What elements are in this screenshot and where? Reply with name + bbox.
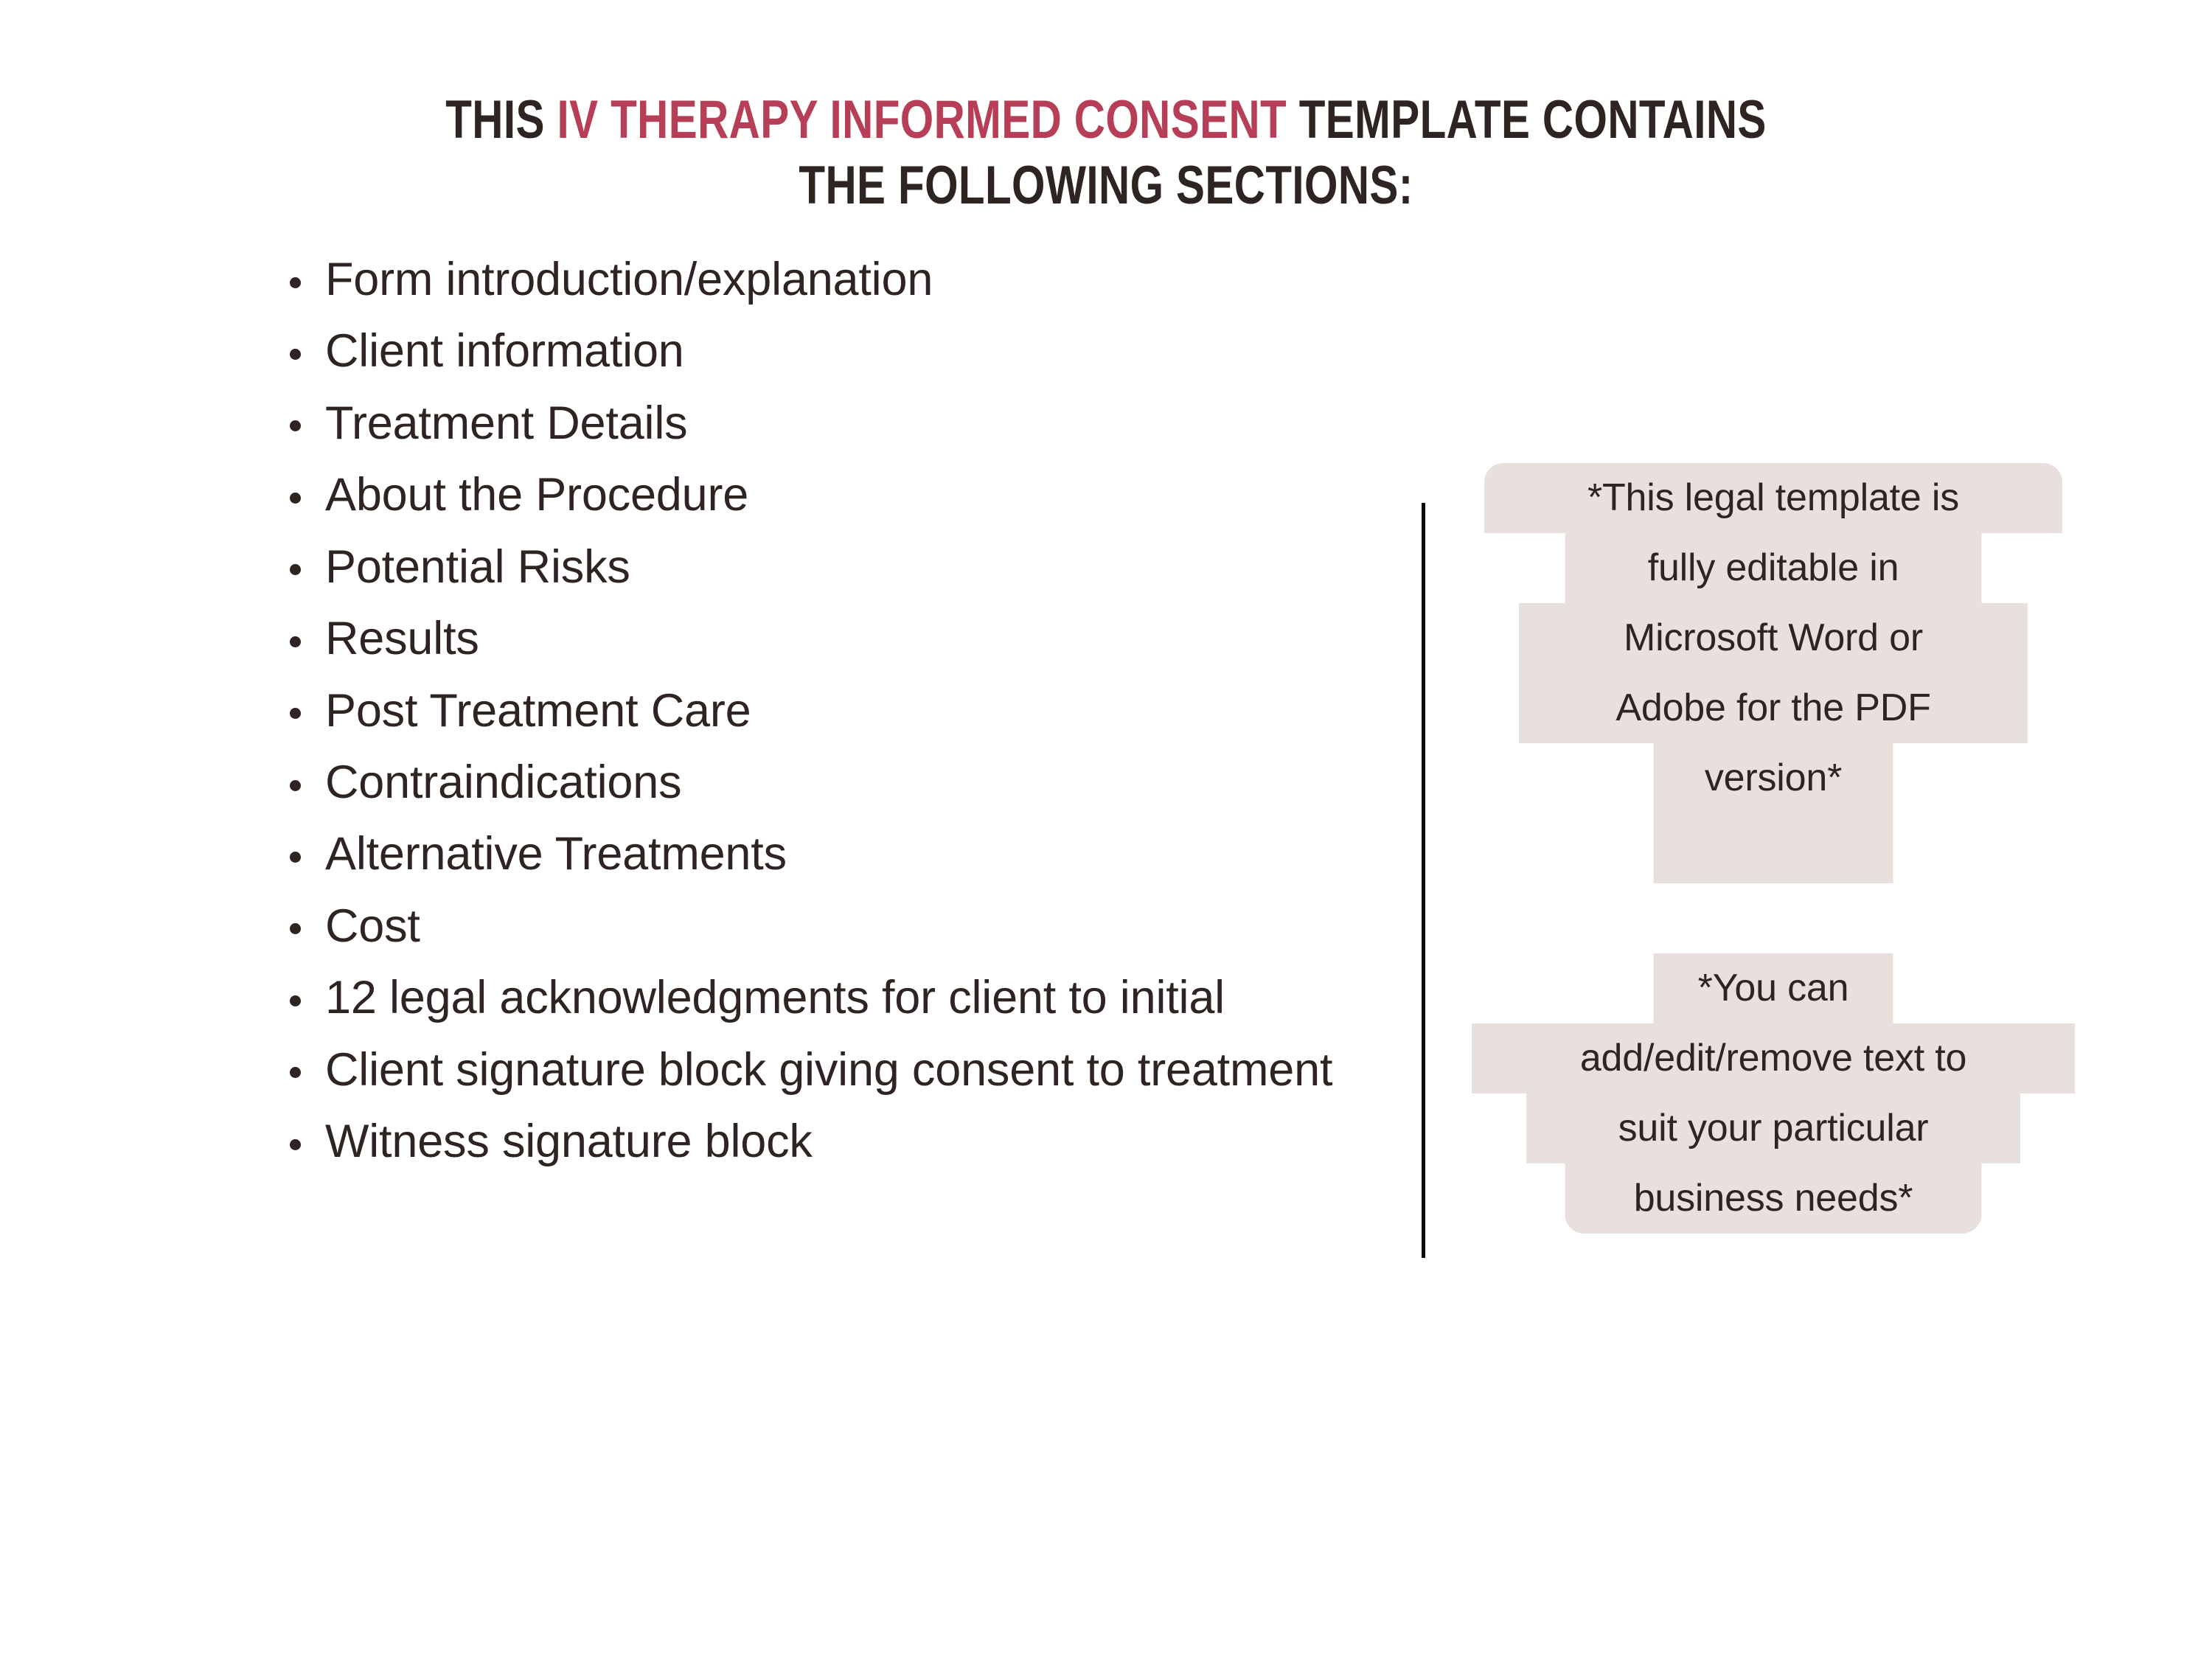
- highlight-pill: [1653, 813, 1893, 883]
- bullet-dot-icon: [290, 420, 301, 432]
- list-item: 12 legal acknowledgments for client to i…: [284, 969, 1390, 1026]
- list-item: Client signature block giving consent to…: [284, 1041, 1390, 1099]
- callout-line-text: *You can: [1697, 967, 1849, 1009]
- callout-line-text: version*: [1704, 757, 1843, 799]
- callout-line: *You can: [1441, 953, 2105, 1023]
- list-item: Alternative Treatments: [284, 825, 1390, 883]
- bullet-dot-icon: [290, 995, 301, 1006]
- list-item-label: Post Treatment Care: [325, 684, 751, 737]
- bullet-dot-icon: [290, 1067, 301, 1079]
- callout-line: Microsoft Word or: [1441, 603, 2105, 673]
- highlight-pill: [1653, 743, 1893, 813]
- list-item: Cost: [284, 897, 1390, 955]
- callout-line: Adobe for the PDF: [1441, 673, 2105, 743]
- list-item-label: Contraindications: [325, 756, 682, 808]
- page-title-accent: IV THERAPY INFORMED CONSENT: [557, 90, 1287, 150]
- callout-line: version*: [1441, 743, 2105, 813]
- bullet-dot-icon: [290, 708, 301, 720]
- list-item: About the Procedure: [284, 466, 1390, 524]
- callout-line-text: add/edit/remove text to: [1579, 1037, 1967, 1079]
- callout-line: add/edit/remove text to: [1441, 1023, 2105, 1093]
- page-title-line-2: THE FOLLOWING SECTIONS:: [799, 156, 1413, 216]
- bullet-dot-icon: [290, 779, 301, 791]
- list-item: Potential Risks: [284, 538, 1390, 596]
- callout-line-text: Adobe for the PDF: [1615, 686, 1931, 729]
- highlight-pill: [1484, 463, 2062, 533]
- list-item-label: Witness signature block: [325, 1116, 813, 1168]
- bullet-dot-icon: [290, 564, 301, 576]
- callout-line-text: Microsoft Word or: [1624, 616, 1923, 659]
- list-item: Results: [284, 610, 1390, 667]
- list-item: Contraindications: [284, 754, 1390, 811]
- highlight-pill: [1653, 953, 1893, 1023]
- sections-list: Form introduction/explanation Client inf…: [284, 251, 1390, 1184]
- list-item: Client information: [284, 322, 1390, 380]
- list-item-label: Form introduction/explanation: [325, 254, 933, 305]
- bullet-dot-icon: [290, 636, 301, 647]
- callout-line-text: suit your particular: [1618, 1107, 1929, 1150]
- list-item: Post Treatment Care: [284, 682, 1390, 740]
- list-item-label: Treatment Details: [325, 397, 688, 449]
- callout-line-text: fully editable in: [1647, 546, 1899, 589]
- bullet-dot-icon: [290, 492, 301, 504]
- highlight-pill: [1472, 1023, 2075, 1093]
- callout-editable-note: *This legal template is fully editable i…: [1441, 463, 2105, 883]
- list-item-label: Client signature block giving consent to…: [325, 1043, 1333, 1096]
- bullet-dot-icon: [290, 923, 301, 935]
- callout-line: *This legal template is: [1441, 463, 2105, 533]
- highlight-pill: [1519, 603, 2028, 673]
- list-item: Witness signature block: [284, 1113, 1390, 1170]
- callout-line: suit your particular: [1441, 1093, 2105, 1164]
- list-item-label: 12 legal acknowledgments for client to i…: [325, 972, 1225, 1024]
- list-item-label: Cost: [325, 900, 420, 952]
- callout-line: business needs*: [1441, 1164, 2105, 1234]
- bullet-dot-icon: [290, 349, 301, 361]
- callout-line: fully editable in: [1441, 533, 2105, 603]
- bullet-dot-icon: [290, 276, 301, 288]
- highlight-pill: [1565, 1164, 1982, 1234]
- list-item-label: Client information: [325, 325, 684, 378]
- list-item: Form introduction/explanation: [284, 251, 1390, 308]
- highlight-pill: [1519, 673, 2028, 743]
- callout-customize-note: *You can add/edit/remove text to suit yo…: [1441, 953, 2105, 1234]
- vertical-divider: [1422, 503, 1425, 1258]
- callout-line-text: *This legal template is: [1587, 476, 1960, 519]
- list-item-label: Potential Risks: [325, 540, 630, 593]
- page-title-line-1: THIS IV THERAPY INFORMED CONSENT TEMPLAT…: [221, 87, 1991, 153]
- highlight-pill: [1565, 533, 1982, 603]
- list-item-label: Results: [325, 613, 479, 665]
- page-title-prefix: THIS: [445, 90, 557, 150]
- page-title-suffix: TEMPLATE CONTAINS: [1287, 90, 1767, 150]
- page-title: THIS IV THERAPY INFORMED CONSENT TEMPLAT…: [221, 87, 1991, 218]
- callout-spacer-line: [1441, 813, 2105, 883]
- highlight-pill: [1526, 1093, 2020, 1164]
- bullet-dot-icon: [290, 851, 301, 863]
- list-item-label: Alternative Treatments: [325, 828, 787, 880]
- callout-line-text: business needs*: [1633, 1177, 1913, 1220]
- bullet-dot-icon: [290, 1138, 301, 1150]
- list-item-label: About the Procedure: [325, 469, 749, 521]
- list-item: Treatment Details: [284, 394, 1390, 452]
